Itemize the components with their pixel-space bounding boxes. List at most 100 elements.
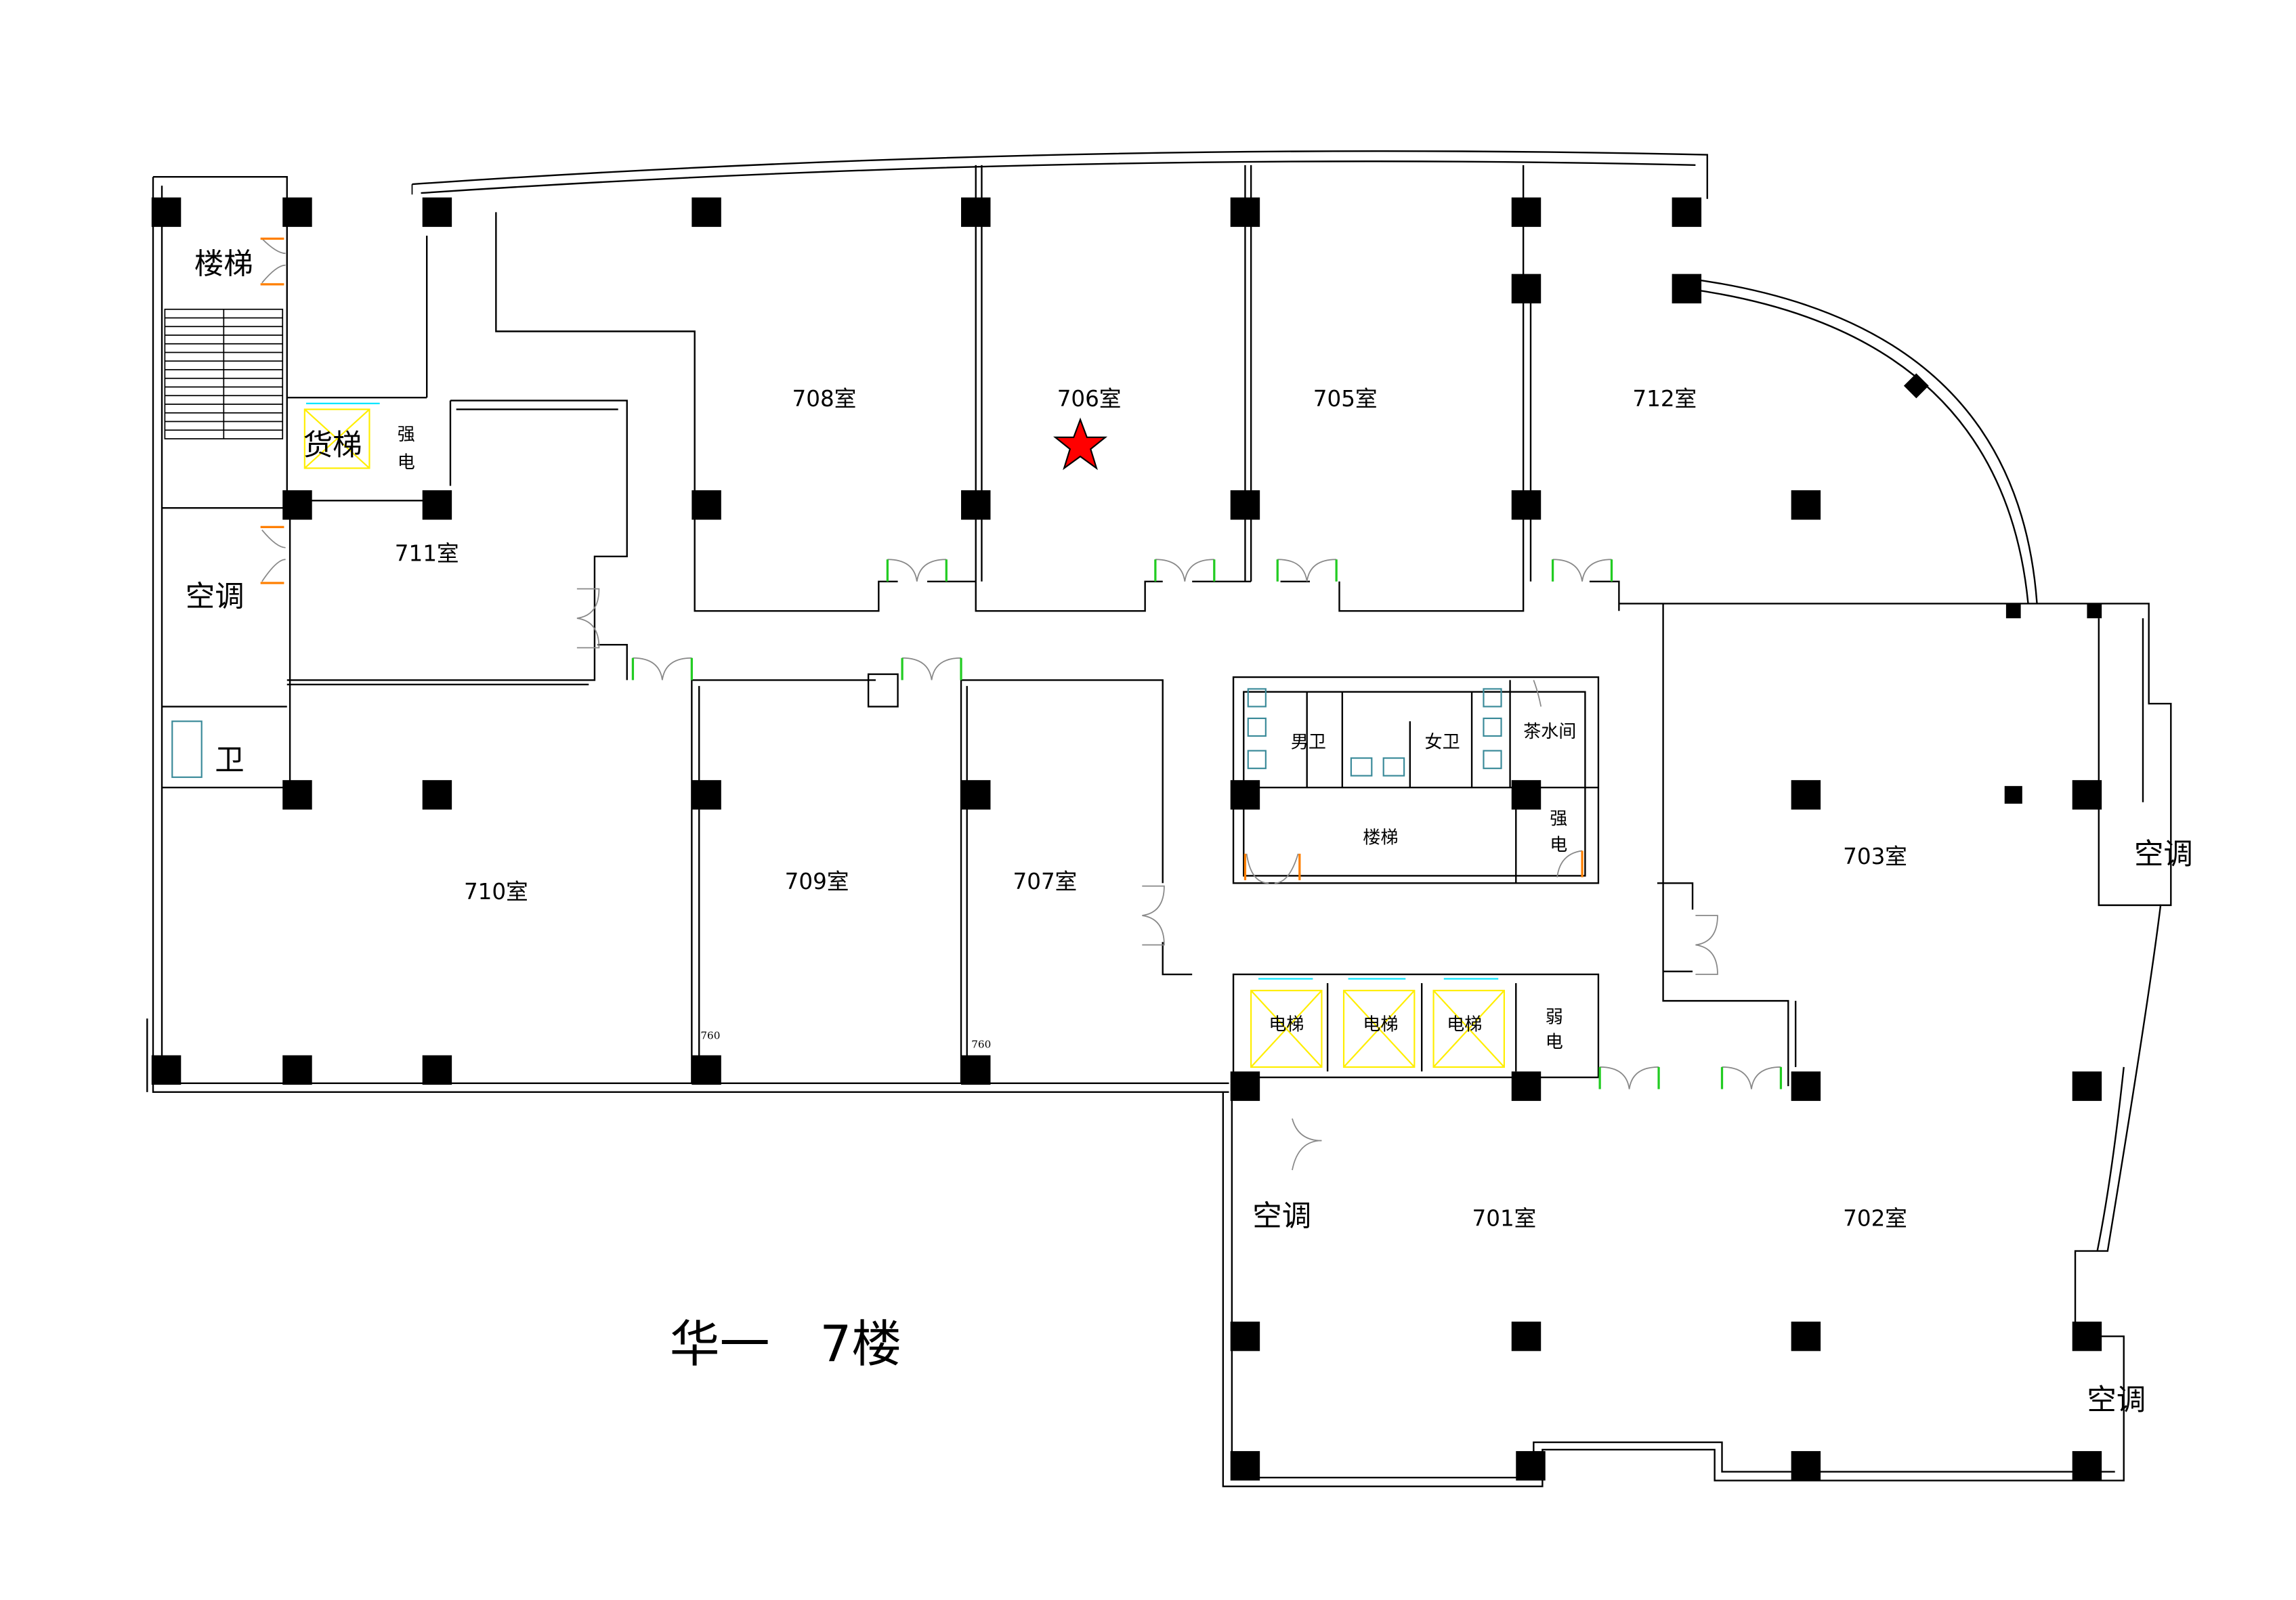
- room-710: 710室: [464, 879, 528, 905]
- power-west-label-2: 电: [398, 452, 415, 473]
- stair-treads: [164, 308, 284, 439]
- weak-power-label-1: 弱: [1546, 1008, 1563, 1028]
- column: [692, 1055, 721, 1085]
- double-door: [1154, 559, 1215, 582]
- power-west-label-1: 强: [398, 425, 415, 445]
- column: [1230, 1451, 1260, 1481]
- wc-west-label: 卫: [215, 743, 244, 777]
- core: [171, 402, 1600, 1079]
- stair-west-label: 楼梯: [194, 248, 253, 282]
- elevator-1-label: 电梯: [1269, 1015, 1304, 1035]
- room-707: 707室: [1013, 869, 1078, 894]
- column-small: [2004, 785, 2022, 804]
- door-leaf: [631, 657, 693, 680]
- column: [961, 1055, 991, 1085]
- double-door: [632, 657, 693, 680]
- door-leaf: [1276, 559, 1338, 582]
- room-712: 712室: [1632, 386, 1697, 412]
- room-703: 703室: [1843, 844, 1907, 869]
- interior-walls: [162, 165, 1694, 1083]
- column-small: [2005, 603, 2021, 619]
- column-small: [2087, 603, 2102, 619]
- double-door: [1599, 1066, 1659, 1089]
- column: [961, 197, 991, 228]
- elevator-3-label: 电梯: [1447, 1015, 1482, 1035]
- column: [1230, 197, 1260, 228]
- column: [2072, 1451, 2102, 1481]
- weak-power-label-2: 电: [1546, 1033, 1563, 1053]
- column: [282, 490, 312, 520]
- column: [1791, 780, 1821, 810]
- column: [961, 490, 991, 520]
- wc-men-label: 男卫: [1291, 732, 1326, 752]
- column: [692, 197, 721, 228]
- facility-labels: 楼梯 货梯 强 电 空调 卫 男卫 女卫 茶水间 楼梯 强 电 电梯 电梯 电梯…: [186, 248, 2193, 1418]
- outer-walls: [146, 150, 2172, 1488]
- dimension-760-b: 760: [971, 1039, 991, 1051]
- double-door: [1695, 915, 1718, 975]
- column: [961, 780, 991, 810]
- column: [1516, 1451, 1546, 1481]
- door-leaf: [1598, 1066, 1660, 1089]
- elevator-2-label: 电梯: [1363, 1015, 1398, 1035]
- column: [692, 490, 721, 520]
- door-leaf: [1154, 559, 1216, 582]
- pantry-label: 茶水间: [1523, 722, 1576, 742]
- column: [1791, 490, 1821, 520]
- column: [1791, 1451, 1821, 1481]
- door-leaf: [901, 657, 962, 680]
- column: [1230, 1321, 1260, 1352]
- column: [422, 490, 452, 520]
- column: [1230, 490, 1260, 520]
- column: [1511, 780, 1542, 810]
- room-705: 705室: [1313, 386, 1378, 412]
- ac-east-label: 空调: [2134, 838, 2193, 871]
- room-706: 706室: [1057, 386, 1122, 412]
- column: [1672, 197, 1702, 228]
- column: [1791, 1321, 1821, 1352]
- room-708: 708室: [792, 386, 857, 412]
- room-711: 711室: [395, 540, 459, 566]
- column: [2072, 780, 2102, 810]
- column: [1511, 1071, 1542, 1101]
- column: [1230, 780, 1260, 810]
- column: [1511, 197, 1542, 228]
- dimension-760-a: 760: [700, 1030, 720, 1042]
- column: [422, 780, 452, 810]
- column: [282, 780, 312, 810]
- column: [1791, 1071, 1821, 1101]
- ac-south-label: 空调: [1252, 1200, 1311, 1234]
- ac-southeast-label: 空调: [2087, 1383, 2146, 1417]
- column: [2072, 1071, 2102, 1101]
- column: [151, 1055, 182, 1085]
- room-701: 701室: [1472, 1206, 1537, 1232]
- column: [1511, 274, 1542, 304]
- double-door: [1552, 559, 1613, 582]
- stair-core-label: 楼梯: [1363, 828, 1398, 848]
- column: [1672, 274, 1702, 304]
- room-709: 709室: [785, 869, 849, 894]
- door-leaf: [886, 559, 948, 582]
- column: [2072, 1321, 2102, 1352]
- structural-columns: [151, 197, 2102, 1481]
- doors: [260, 237, 1783, 1171]
- door-leaf: [1551, 559, 1613, 582]
- double-door: [1142, 885, 1165, 946]
- door-leaf: [1720, 1066, 1783, 1089]
- double-door: [901, 657, 962, 680]
- double-door: [576, 588, 600, 649]
- column: [151, 197, 182, 228]
- column: [282, 197, 312, 228]
- column: [1511, 490, 1542, 520]
- column: [692, 780, 721, 810]
- column-marker-diamond: [1903, 373, 1929, 399]
- room-702: 702室: [1843, 1206, 1907, 1232]
- ac-west-label: 空调: [186, 580, 245, 614]
- room-labels: 708室 706室 705室 712室 711室 710室 709室 707室 …: [395, 386, 1907, 1231]
- location-star-icon: [1053, 417, 1108, 471]
- power-core-label-2: 电: [1550, 835, 1567, 855]
- double-door: [887, 559, 948, 582]
- double-door: [1277, 559, 1338, 582]
- double-door: [1721, 1066, 1782, 1089]
